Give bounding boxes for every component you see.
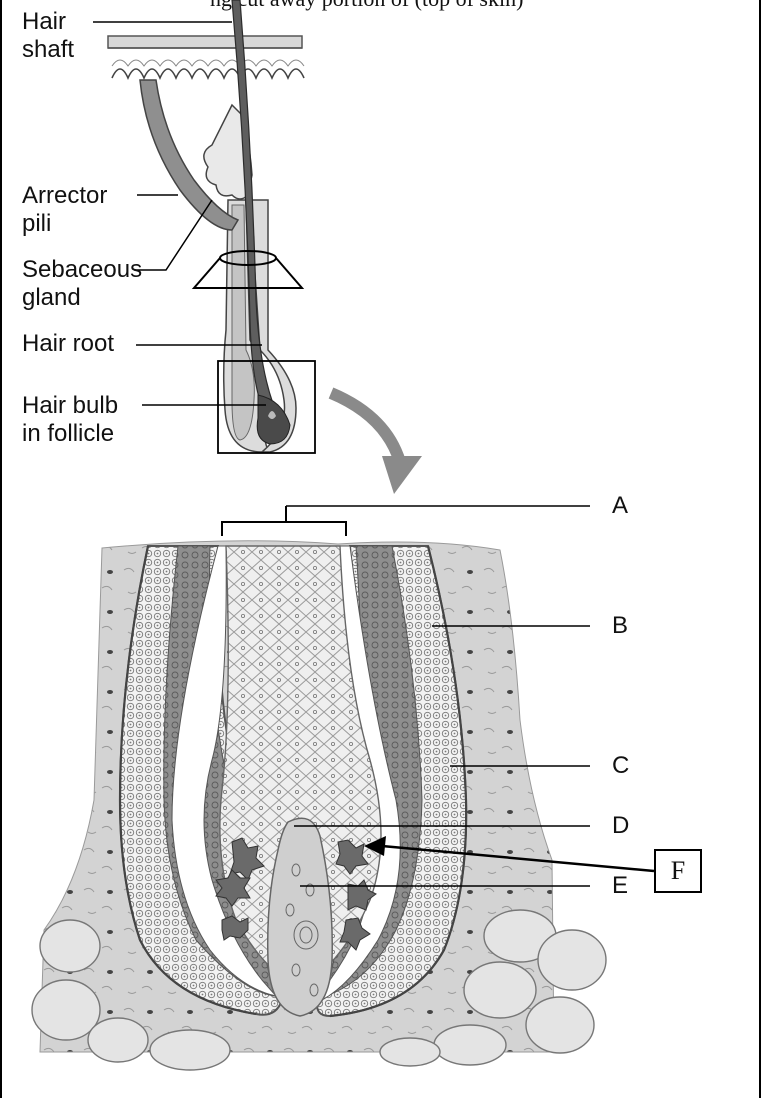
label-c: C	[612, 752, 629, 780]
skin-section-figure	[93, 0, 422, 494]
label-sebaceous-gland-line1: Sebaceous	[22, 256, 142, 284]
label-hair-root: Hair root	[22, 330, 114, 358]
bracket-a	[222, 522, 346, 536]
label-e: E	[612, 872, 628, 900]
label-hair-shaft-line1: Hair	[22, 8, 74, 36]
label-sebaceous-gland: Sebaceous gland	[22, 256, 142, 312]
label-d: D	[612, 812, 629, 840]
dermal-papillae	[112, 69, 304, 78]
label-hair-bulb: Hair bulb in follicle	[22, 392, 118, 448]
label-b: B	[612, 612, 628, 640]
zoom-arrow	[331, 393, 400, 462]
label-hair-bulb-line2: in follicle	[22, 420, 118, 448]
label-hair-bulb-line1: Hair bulb	[22, 392, 118, 420]
label-arrector-pili: Arrector pili	[22, 182, 107, 238]
label-hair-shaft: Hair shaft	[22, 8, 74, 64]
label-hair-shaft-line2: shaft	[22, 36, 74, 64]
label-arrector-pili-line1: Arrector	[22, 182, 107, 210]
magnified-follicle	[32, 506, 654, 1070]
label-f-box: F	[654, 849, 702, 893]
label-a: A	[612, 492, 628, 520]
skin-surface	[108, 36, 302, 48]
label-arrector-pili-line2: pili	[22, 210, 107, 238]
label-sebaceous-gland-line2: gland	[22, 284, 142, 312]
